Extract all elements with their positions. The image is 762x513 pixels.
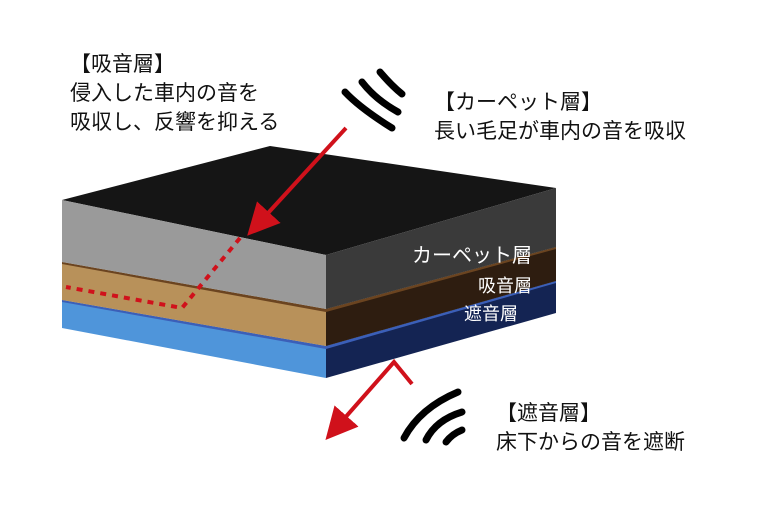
sound-wave-icon-top	[341, 68, 406, 132]
soundproof-layer-front	[62, 300, 326, 378]
carpet-caption-line1: 長い毛足が車内の音を吸収	[434, 119, 686, 143]
incoming-arrow-icon	[247, 126, 348, 236]
carpet-layer-front	[62, 200, 326, 309]
blocked-arrow-icon	[325, 358, 414, 441]
absorb-layer-label: 吸音層	[478, 276, 532, 297]
absorb-layer-front	[62, 262, 326, 346]
soundproof-caption-heading: 【遮音層】	[496, 401, 601, 425]
carpet-layer-caption: 【カーペット層】 長い毛足が車内の音を吸収	[434, 88, 686, 146]
absorb-caption-heading: 【吸音層】	[70, 52, 175, 76]
absorb-caption-line2: 吸収し、反響を抑える	[70, 110, 280, 134]
absorb-layer-side	[326, 247, 556, 346]
soundproof-layer-side	[326, 281, 556, 378]
soundproof-caption-line1: 床下からの音を遮断	[496, 430, 685, 454]
carpet-layer-label: カーペット層	[412, 243, 532, 267]
carpet-layer-side	[326, 188, 556, 309]
absorb-path-dotted	[65, 236, 242, 311]
carpet-layer-top	[62, 146, 556, 255]
soundproof-layer-caption: 【遮音層】 床下からの音を遮断	[496, 399, 685, 457]
sound-wave-icon-bottom	[400, 388, 466, 446]
absorb-caption-line1: 侵入した車内の音を	[70, 81, 259, 105]
carpet-caption-heading: 【カーペット層】	[434, 90, 602, 114]
absorb-layer-caption: 【吸音層】 侵入した車内の音を 吸収し、反響を抑える	[70, 50, 279, 137]
soundproof-layer-label: 遮音層	[464, 304, 518, 325]
